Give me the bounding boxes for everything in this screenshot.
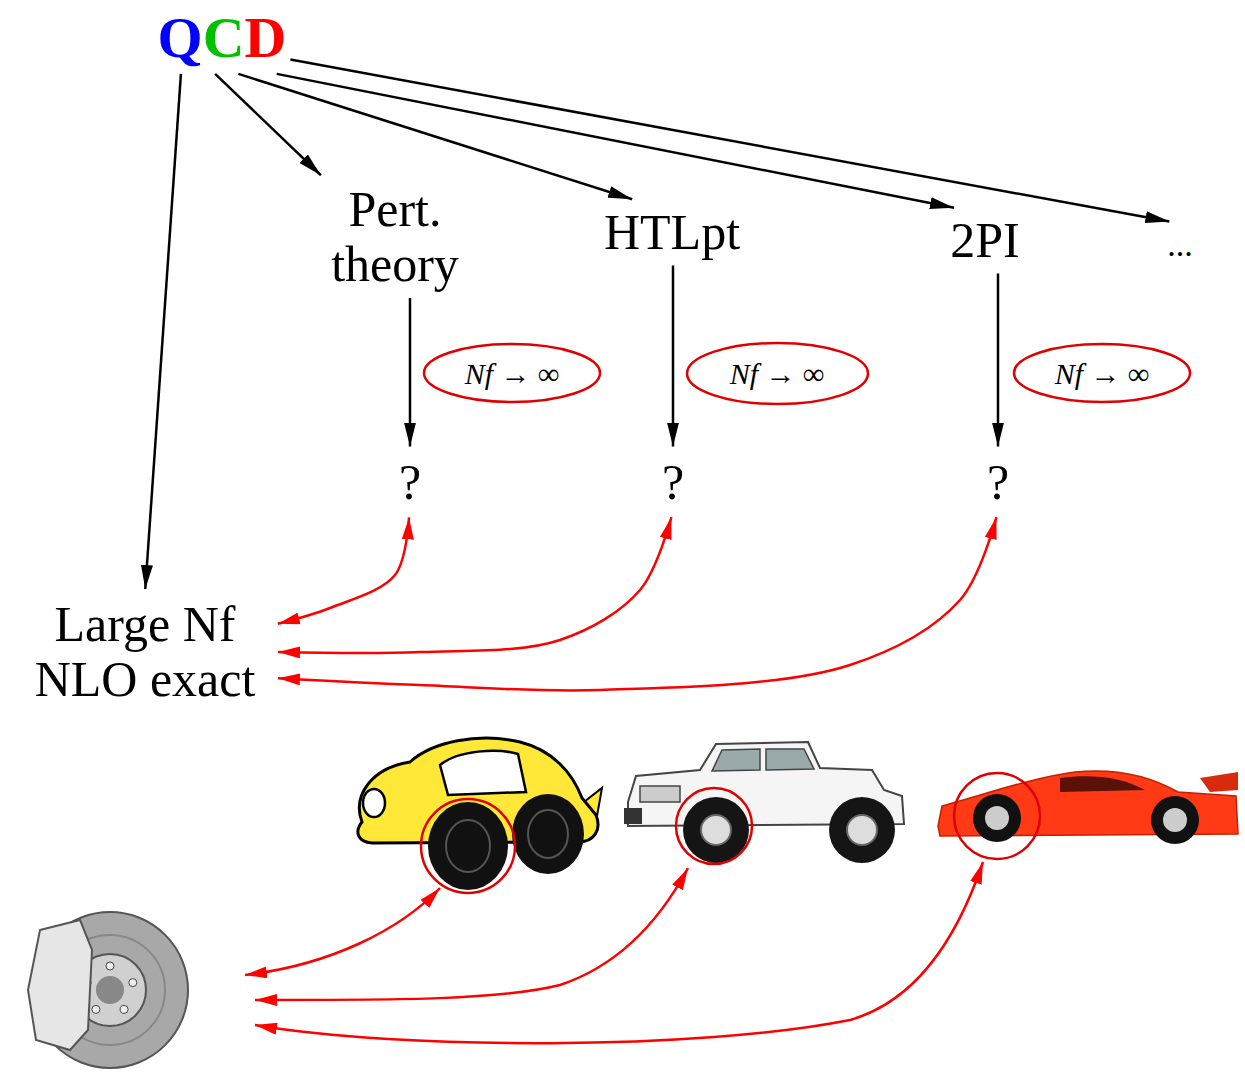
connector-arrow <box>997 274 1000 447</box>
jeep-wheel-hub <box>847 815 877 845</box>
double-arrow <box>278 517 671 653</box>
car-wheel <box>428 802 508 890</box>
car-wheel <box>512 794 584 874</box>
node-text: 2PI <box>950 213 1019 268</box>
double-arrow <box>278 517 996 690</box>
wheel-highlight-circle <box>676 788 752 864</box>
sports-car-wheel-rim <box>1163 808 1187 832</box>
lug-bolt <box>129 979 137 987</box>
brake-disc <box>28 912 188 1068</box>
connector-arrow <box>672 266 675 447</box>
limit-text: Nf → ∞ <box>465 357 560 390</box>
car-wheel-rim <box>446 820 490 872</box>
sports-car-spoiler <box>1200 772 1238 792</box>
double-arrow <box>255 868 688 1000</box>
method-label: ? <box>658 451 688 514</box>
red-sports-car <box>938 771 1238 859</box>
node-text: Large Nf NLO exact <box>20 597 270 707</box>
sports-car-wheel-rim <box>985 806 1009 830</box>
limit-ellipse: Nf → ∞ <box>685 341 870 406</box>
jeep-bumper <box>624 808 642 824</box>
root-label: QCD <box>154 2 291 74</box>
method-label: ? <box>983 451 1013 514</box>
lug-bolt <box>106 962 114 970</box>
method-label: 2PI <box>946 209 1023 272</box>
connector-arrow <box>215 74 321 175</box>
wheel-highlight-circle <box>954 773 1040 859</box>
sports-car-wheel <box>1151 796 1199 844</box>
double-arrow <box>278 517 409 623</box>
brake-caliper <box>28 920 92 1050</box>
wheel-highlight-circle <box>421 799 515 893</box>
lug-bolt <box>92 1005 100 1013</box>
method-label: Large Nf NLO exact <box>16 593 274 711</box>
node-text: Pert. theory <box>310 182 480 292</box>
limit-ellipse: Nf → ∞ <box>422 342 602 404</box>
method-label: HTLpt <box>600 201 744 264</box>
jeep-window <box>712 749 760 771</box>
ellipse-shape <box>424 344 600 402</box>
sports-car-wheel <box>973 794 1021 842</box>
lug-bolt <box>120 1005 128 1013</box>
jeep-grille <box>640 786 680 802</box>
ellipse-shape <box>1014 344 1190 402</box>
node-text: ? <box>662 455 684 510</box>
connector-arrow <box>238 74 632 199</box>
car-wheel-rim <box>528 810 568 858</box>
method-label: ... <box>1163 222 1197 267</box>
car-window <box>440 751 526 795</box>
connector-arrow <box>145 74 181 589</box>
white-jeep <box>624 742 904 864</box>
disc-center <box>96 976 124 1004</box>
ellipse-shape <box>687 343 868 404</box>
node-text: HTLpt <box>604 205 740 260</box>
node-text: ... <box>1167 226 1193 263</box>
double-arrow <box>245 888 440 975</box>
jeep-wheel-hub <box>701 815 731 845</box>
jeep-window <box>766 749 814 770</box>
yellow-car <box>358 738 602 893</box>
node-text: QCD <box>158 6 287 70</box>
double-arrow <box>255 862 983 1043</box>
sports-car-window <box>1060 776 1145 792</box>
limit-text: Nf → ∞ <box>730 357 825 390</box>
car-headlight <box>363 789 385 817</box>
jeep-wheel <box>829 797 895 863</box>
limit-ellipse: Nf → ∞ <box>1012 342 1192 404</box>
node-text: ? <box>987 455 1009 510</box>
limit-text: Nf → ∞ <box>1055 357 1150 390</box>
method-label: ? <box>395 451 425 514</box>
connector-arrow <box>409 298 412 447</box>
method-label: Pert. theory <box>306 178 484 296</box>
node-text: ? <box>399 455 421 510</box>
